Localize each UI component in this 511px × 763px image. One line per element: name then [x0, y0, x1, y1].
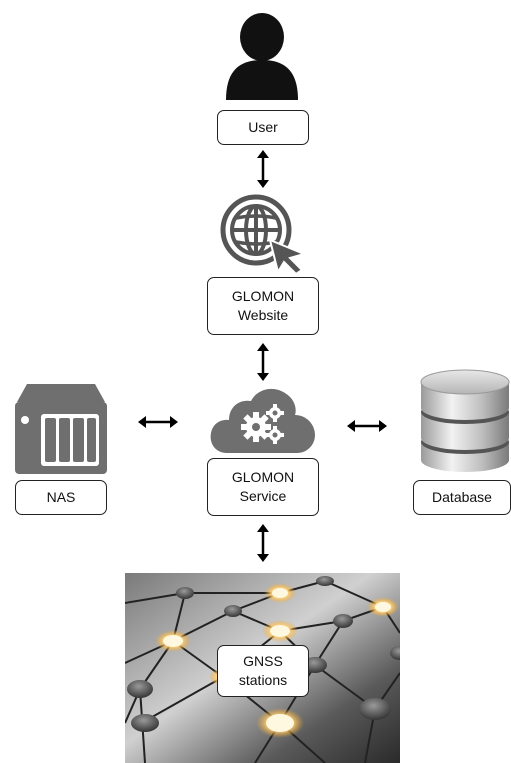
- database-icon: [420, 369, 510, 472]
- website-label: GLOMON Website: [207, 277, 319, 335]
- user-label: User: [217, 110, 309, 145]
- user-website-arrow: [257, 150, 269, 188]
- database-label: Database: [413, 480, 511, 515]
- service-gnss-arrow: [257, 524, 269, 562]
- globe-cursor-icon: [220, 194, 308, 274]
- user-icon: [226, 13, 298, 100]
- nas-service-arrow: [138, 416, 178, 428]
- nas-storage-icon: [15, 384, 107, 474]
- nas-label: NAS: [15, 480, 107, 515]
- service-label: GLOMON Service: [207, 458, 319, 516]
- service-database-arrow: [347, 420, 387, 432]
- website-service-arrow: [257, 343, 269, 381]
- gnss-label: GNSS stations: [217, 645, 309, 697]
- cloud-gears-icon: [210, 388, 315, 453]
